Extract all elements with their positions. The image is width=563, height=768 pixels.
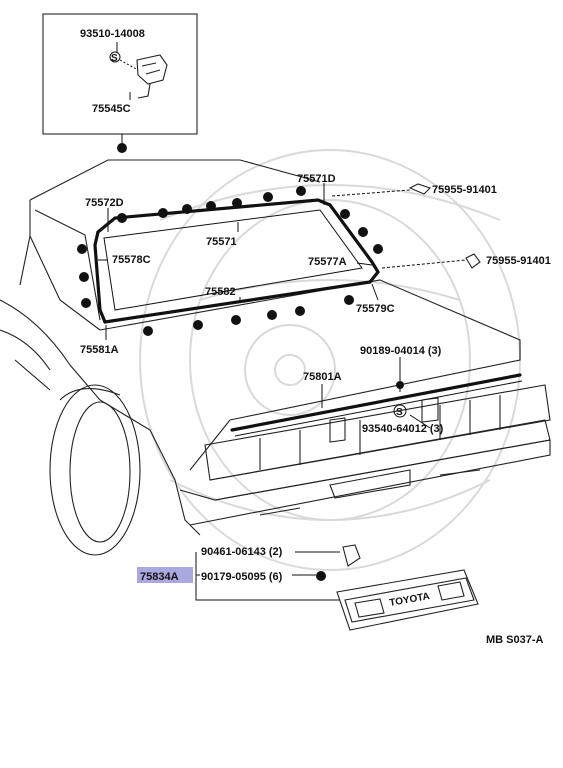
diagram-ref-code: MB S037-A [486,634,544,646]
screw-icon [109,51,121,63]
label-90179-05095: 90179-05095 (6) [201,571,283,583]
label-93540-64012: 93540-64012 (3) [362,423,444,435]
nut-icon [316,571,326,581]
clip-icon [373,244,383,254]
clip-icon [193,320,203,330]
leader-lines [98,183,431,429]
label-75834A: 75834A [140,571,179,583]
screw-s-mark: S [396,407,403,418]
clip-icon [79,272,89,282]
label-75801A: 75801A [303,371,342,383]
highlight-box [137,567,193,583]
garnish-panel [336,569,479,631]
label-75955-91401-mid: 75955-91401 [486,255,551,267]
label-75582: 75582 [205,286,236,298]
label-75545C: 75545C [92,103,131,115]
brand-emblem: TOYOTA [389,591,431,609]
clip-bracket-icon [136,54,168,85]
clip-icon [158,208,168,218]
label-75572D: 75572D [85,197,124,209]
clip-icon [232,198,242,208]
clip-icon [81,298,91,308]
clip-icon [117,213,127,223]
label-90189-04014: 90189-04014 (3) [360,345,442,357]
clip-icon [231,315,241,325]
trunk-garnish: S [230,373,523,437]
clip-icon [296,186,306,196]
rear-garnish-detail: TOYOTA [195,544,479,631]
car-body [0,159,551,556]
label-75577A: 75577A [308,256,347,268]
label-75578C: 75578C [112,254,151,266]
clip-icon [295,306,305,316]
clip-icon [117,143,127,153]
label-75579C: 75579C [356,303,395,315]
inset-box: 93510-14008 75545C [42,13,198,153]
label-75955-91401-top: 75955-91401 [432,184,497,196]
corner-clip-icon [408,183,432,195]
clip-icon [143,326,153,336]
clip-icon [344,295,354,305]
clip-icon [267,310,277,320]
clip-icon [77,244,87,254]
clip-icon [263,192,273,202]
label-90461-06143: 90461-06143 (2) [201,546,283,558]
label-75581A: 75581A [80,344,119,356]
nut-icon [396,381,404,389]
clip-icon [206,201,216,211]
label-75571D: 75571D [297,173,336,185]
screw-icon [393,404,407,418]
clip-icon [182,204,192,214]
clip-icon [358,227,368,237]
watermark-emblem [139,149,521,571]
clip-nut-icon [342,544,361,567]
window-clips [77,186,383,336]
corner-clip-icon [465,253,481,269]
corner-clips [331,183,481,269]
screw-s-mark: S [111,53,118,64]
label-75571: 75571 [206,236,237,248]
clip-icon [340,209,350,219]
label-93510-14008: 93510-14008 [80,28,145,40]
